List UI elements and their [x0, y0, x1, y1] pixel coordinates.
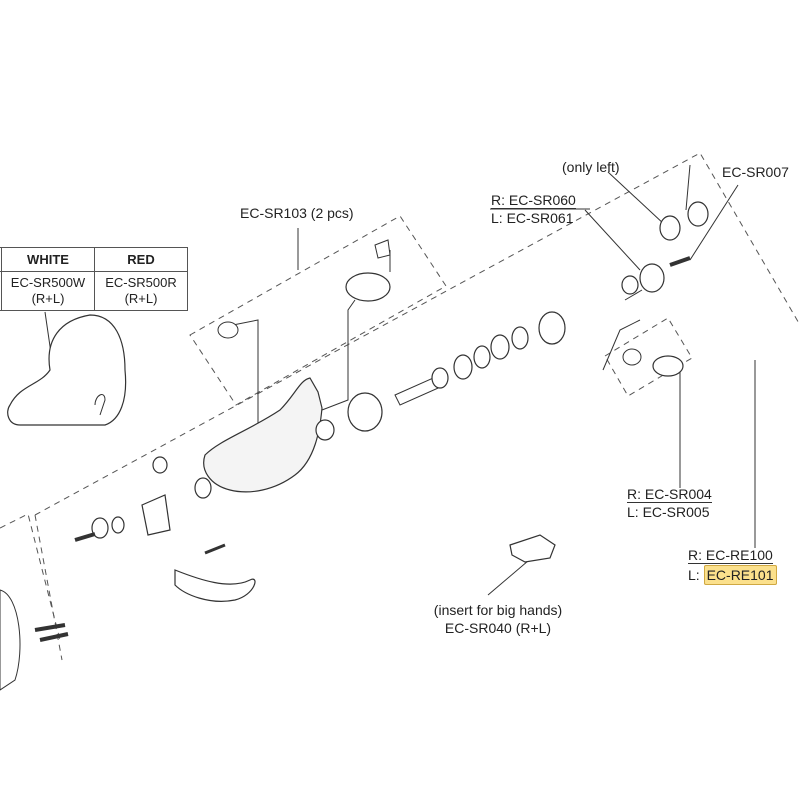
hood-cover — [7, 314, 127, 426]
washers — [91, 201, 709, 539]
label-sr103: EC-SR103 (2 pcs) — [240, 205, 354, 221]
pin — [204, 543, 226, 555]
label-re101-row: L: EC-RE101 — [688, 565, 777, 585]
outer-assembly-boundary — [34, 152, 800, 661]
bracket — [141, 494, 171, 536]
label-sr007: EC-SR007 — [722, 164, 789, 180]
label-sr060: R: EC-SR060 — [491, 192, 576, 209]
highlighted-part-number[interactable]: EC-RE101 — [703, 565, 777, 585]
sr004-group-boundary — [604, 317, 693, 397]
lower-lever — [174, 569, 256, 602]
label-re100: R: EC-RE100 — [688, 547, 773, 564]
label-re101-prefix: L: — [688, 567, 700, 583]
bushing — [217, 321, 239, 339]
table-cell-white: EC-SR500W(R+L) — [1, 271, 95, 311]
small-screw — [669, 256, 691, 267]
label-sr040: EC-SR040 (R+L) — [444, 620, 552, 636]
color-variant-table: WHITE RED EC-SR500W(R+L) EC-SR500R(R+L) — [0, 247, 188, 311]
insert-part — [509, 534, 556, 563]
table-row: EC-SR500W(R+L) EC-SR500R(R+L) — [0, 271, 188, 311]
label-insert-note: (insert for big hands) — [433, 602, 563, 618]
lever-body — [203, 377, 323, 493]
clamp-bolt — [374, 239, 391, 259]
table-cell-red: EC-SR500R(R+L) — [94, 271, 188, 311]
label-only-left: (only left) — [562, 159, 620, 175]
label-sr005: L: EC-SR005 — [627, 504, 710, 520]
lower-left-part — [0, 589, 21, 691]
label-sr004: R: EC-SR004 — [627, 486, 712, 503]
label-sr061: L: EC-SR061 — [491, 210, 574, 226]
pivot — [622, 348, 642, 366]
clamp-band — [345, 272, 391, 302]
sr103-group-boundary — [189, 215, 447, 406]
paddle — [652, 355, 684, 377]
screw — [74, 532, 96, 542]
table-header-red: RED — [94, 247, 188, 272]
table-header-white: WHITE — [1, 247, 95, 272]
